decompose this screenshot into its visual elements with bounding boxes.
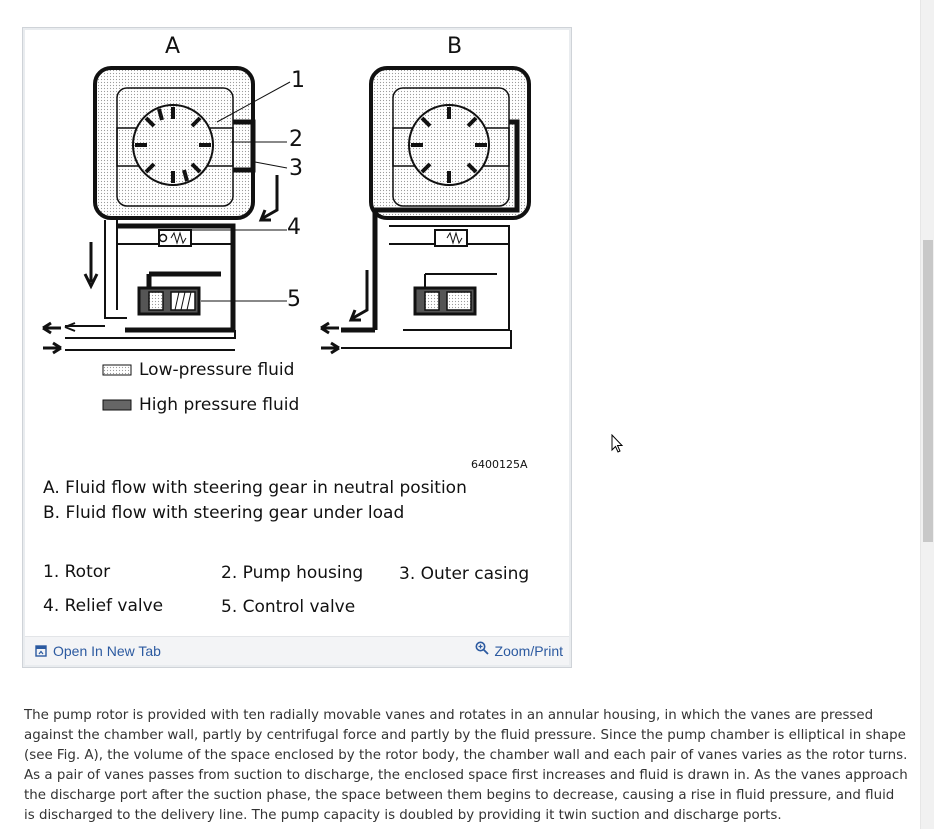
legend-low-label: Low-pressure fluid (139, 360, 295, 380)
open-new-tab-icon (35, 645, 47, 657)
part-relief-valve: 4. Relief valve (43, 596, 164, 616)
page-scrollbar-thumb[interactable] (923, 240, 933, 542)
mouse-cursor-icon (611, 434, 624, 453)
part-outer-casing: 3. Outer casing (399, 564, 530, 584)
legend-low-swatch (102, 364, 132, 376)
legend-high-label: High pressure fluid (139, 395, 300, 415)
figure-toolbar: Open In New Tab Zoom/Print (25, 636, 569, 665)
pump-diagram-image[interactable]: A B 1 2 3 4 5 Low-pressure fluid High pr… (25, 30, 569, 640)
zoom-print-button[interactable]: Zoom/Print (475, 641, 563, 659)
callout-1: 1 (291, 68, 305, 93)
part-rotor: 1. Rotor (43, 562, 111, 582)
part-control-valve: 5. Control valve (221, 597, 356, 617)
open-in-new-tab-label: Open In New Tab (53, 643, 161, 659)
legend-high-swatch (102, 399, 132, 411)
part-pump-housing: 2. Pump housing (221, 563, 364, 583)
panel-b-drawing (320, 66, 531, 355)
figure-frame: A B 1 2 3 4 5 Low-pressure fluid High pr… (22, 27, 572, 668)
zoom-print-label: Zoom/Print (494, 643, 563, 659)
open-in-new-tab-button[interactable]: Open In New Tab (35, 643, 161, 659)
pump-diagram-drawing (42, 66, 531, 411)
callout-4: 4 (287, 215, 301, 240)
magnifier-icon (475, 641, 489, 655)
callout-2: 2 (289, 127, 303, 152)
callout-3: 3 (289, 156, 303, 181)
caption-a: A. Fluid flow with steering gear in neut… (43, 478, 467, 498)
caption-b: B. Fluid flow with steering gear under l… (43, 503, 405, 523)
panel-a-drawing (42, 66, 291, 355)
pump-description-text: The pump rotor is provided with ten radi… (24, 708, 908, 823)
callout-5: 5 (287, 287, 301, 312)
panel-b-label: B (447, 34, 463, 59)
figure-code: 6400125A (471, 458, 528, 471)
panel-a-label: A (165, 34, 181, 59)
